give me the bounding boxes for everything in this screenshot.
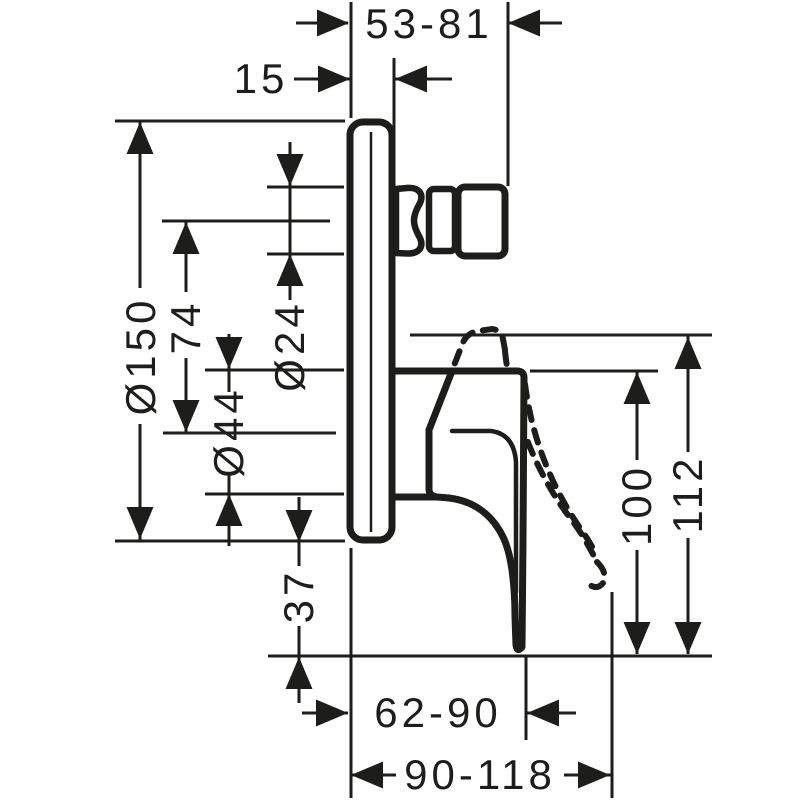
dimension-arrowheads	[126, 9, 702, 789]
arrow-left-icon	[527, 699, 559, 727]
arrow-up-icon	[172, 222, 200, 254]
lever-raised-dashed-outline	[426, 325, 608, 590]
dim-label-axis-distance: 74	[162, 300, 209, 355]
dim-label-reach-range-inner: 62-90	[374, 689, 501, 736]
arrow-left-icon	[508, 9, 540, 37]
arrow-right-icon	[316, 699, 348, 727]
arrow-right-icon	[317, 9, 349, 37]
arrow-down-icon	[276, 154, 304, 186]
arrow-right-icon	[578, 761, 610, 789]
arrow-left-icon	[395, 65, 427, 93]
spindle-cap	[454, 183, 509, 260]
lever-body	[425, 367, 528, 654]
arrow-up-icon	[623, 372, 651, 404]
dim-label-spindle-diameter: Ø24	[266, 300, 313, 391]
dim-label-plate-thickness: 15	[234, 55, 289, 102]
arrow-down-icon	[623, 622, 651, 654]
arrow-up-icon	[215, 494, 243, 526]
arrow-down-icon	[674, 622, 702, 654]
lever-inner-line	[449, 428, 519, 595]
dim-label-depth-range: 53-81	[365, 0, 492, 47]
spindle-sleeve	[425, 185, 459, 255]
arrow-down-icon	[172, 400, 200, 432]
dimension-labels: 53-81 15 Ø150 74 Ø24 Ø44 37 100 112 62-9…	[117, 0, 711, 798]
dim-label-bottom-offset: 37	[275, 569, 322, 624]
dim-label-plate-diameter: Ø150	[117, 297, 164, 416]
dim-label-lever-height: 100	[613, 464, 660, 546]
dim-label-overall-height: 112	[664, 455, 711, 534]
arrow-left-icon	[351, 761, 383, 789]
spindle-joint	[392, 184, 425, 257]
arrow-down-icon	[215, 337, 243, 369]
arrow-down-icon	[285, 510, 313, 542]
product-outline	[346, 118, 528, 654]
arrow-up-icon	[126, 122, 154, 154]
arrow-up-icon	[276, 254, 304, 286]
arrow-up-icon	[674, 337, 702, 369]
dim-label-hub-diameter: Ø44	[205, 386, 252, 477]
arrow-down-icon	[126, 507, 154, 539]
dim-label-reach-range-outer: 90-118	[404, 751, 556, 798]
arrow-right-icon	[318, 65, 350, 93]
arrow-up-icon	[285, 657, 313, 689]
